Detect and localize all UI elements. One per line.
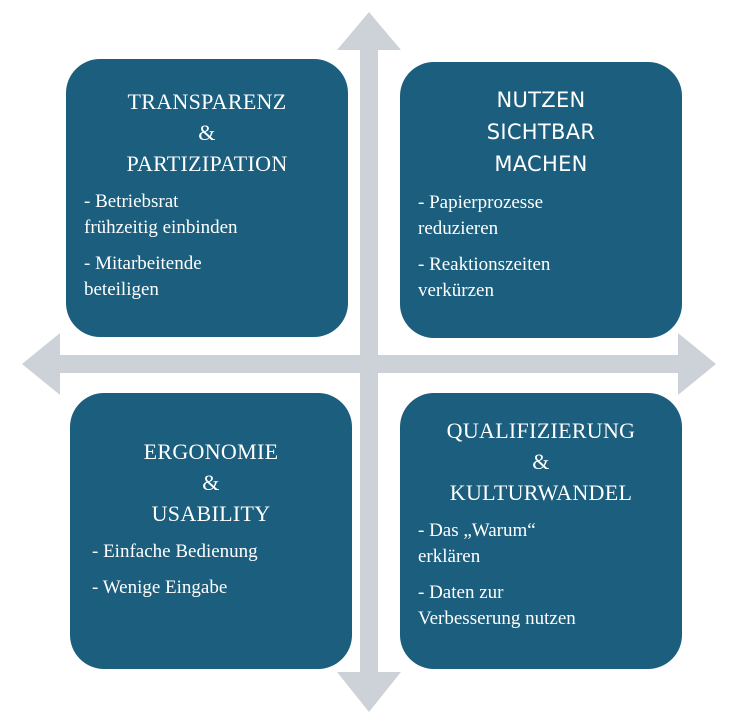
title-line: TRANSPARENZ [127,89,287,114]
bullet-line: reduzieren [418,218,499,239]
quadrant-title: TRANSPARENZ & PARTIZIPATION [84,86,330,179]
bullet-line: - Einfache Bedienung [92,541,258,562]
bullet-item: - Mitarbeitende beteiligen [84,251,330,303]
bullet-line: - Mitarbeitende [84,253,202,274]
bullet-line: - Reaktionszeiten [418,254,551,275]
bullet-list: - Das „Warum“ erklären - Daten zur Verbe… [418,518,664,632]
title-line: PARTIZIPATION [126,151,288,176]
quadrant-show-benefits: NUTZEN SICHTBAR MACHEN - Papierprozesse … [400,62,682,338]
title-line: NUTZEN [496,88,586,112]
title-line: SICHTBAR [486,120,596,144]
quadrant-title: QUALIFIZIERUNG & KULTURWANDEL [418,415,664,508]
bullet-item: - Das „Warum“ erklären [418,518,664,570]
title-line: MACHEN [494,152,588,176]
bullet-line: verkürzen [418,280,494,301]
bullet-line: beteiligen [84,279,159,300]
bullet-item: - Einfache Bedienung [92,539,334,565]
title-line: USABILITY [151,501,271,526]
bullet-line: - Papierprozesse [418,192,544,213]
title-line: ERGONOMIE [143,439,279,464]
bullet-list: - Papierprozesse reduzieren - Reaktionsz… [418,190,664,304]
bullet-line: Verbesserung nutzen [418,608,576,629]
bullet-item: - Betriebsrat frühzeitig einbinden [84,189,330,241]
title-line: QUALIFIZIERUNG [446,418,636,443]
bullet-line: - Das „Warum“ [418,520,536,541]
bullet-item: - Wenige Eingabe [92,575,334,601]
vertical-axis-arrow [337,12,401,712]
bullet-line: frühzeitig einbinden [84,217,238,238]
bullet-line: erklären [418,546,481,567]
title-line: & [198,120,216,145]
bullet-item: - Papierprozesse reduzieren [418,190,664,242]
bullet-item: - Reaktionszeiten verkürzen [418,252,664,304]
quadrant-qualification-culture-change: QUALIFIZIERUNG & KULTURWANDEL - Das „War… [400,393,682,669]
quadrant-title: NUTZEN SICHTBAR MACHEN [418,84,664,180]
title-line: & [202,470,220,495]
quadrant-transparency-participation: TRANSPARENZ & PARTIZIPATION - Betriebsra… [66,59,348,337]
quadrant-ergonomics-usability: ERGONOMIE & USABILITY - Einfache Bedienu… [70,393,352,669]
bullet-list: - Betriebsrat frühzeitig einbinden - Mit… [84,189,330,303]
quadrant-title: ERGONOMIE & USABILITY [88,436,334,529]
bullet-list: - Einfache Bedienung - Wenige Eingabe [88,539,334,601]
title-line: & [532,449,550,474]
bullet-line: - Betriebsrat [84,191,179,212]
bullet-item: - Daten zur Verbesserung nutzen [418,580,664,632]
bullet-line: - Daten zur [418,582,504,603]
title-line: KULTURWANDEL [449,480,633,505]
bullet-line: - Wenige Eingabe [92,577,228,598]
